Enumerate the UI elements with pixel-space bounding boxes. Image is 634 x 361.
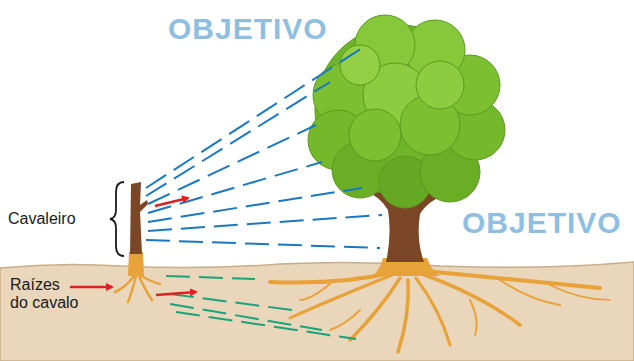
crown-dashed-lines bbox=[146, 48, 382, 248]
ground bbox=[0, 262, 634, 361]
watermark: OBJETIVO bbox=[168, 12, 328, 46]
scion bbox=[130, 182, 148, 254]
part-label: Raízes do cavalo bbox=[10, 276, 80, 312]
rootstock-roots bbox=[115, 276, 160, 302]
bracket bbox=[110, 182, 124, 256]
part-label: Cavaleiro bbox=[8, 210, 76, 228]
red-arrow bbox=[155, 198, 188, 206]
red-arrow bbox=[156, 292, 196, 295]
watermark: OBJETIVO bbox=[462, 206, 622, 240]
red-arrow bbox=[70, 286, 112, 289]
tree-crown bbox=[308, 15, 505, 208]
root-dashed-lines bbox=[166, 276, 356, 339]
tree-roots bbox=[270, 271, 610, 352]
rootstock bbox=[128, 252, 144, 276]
